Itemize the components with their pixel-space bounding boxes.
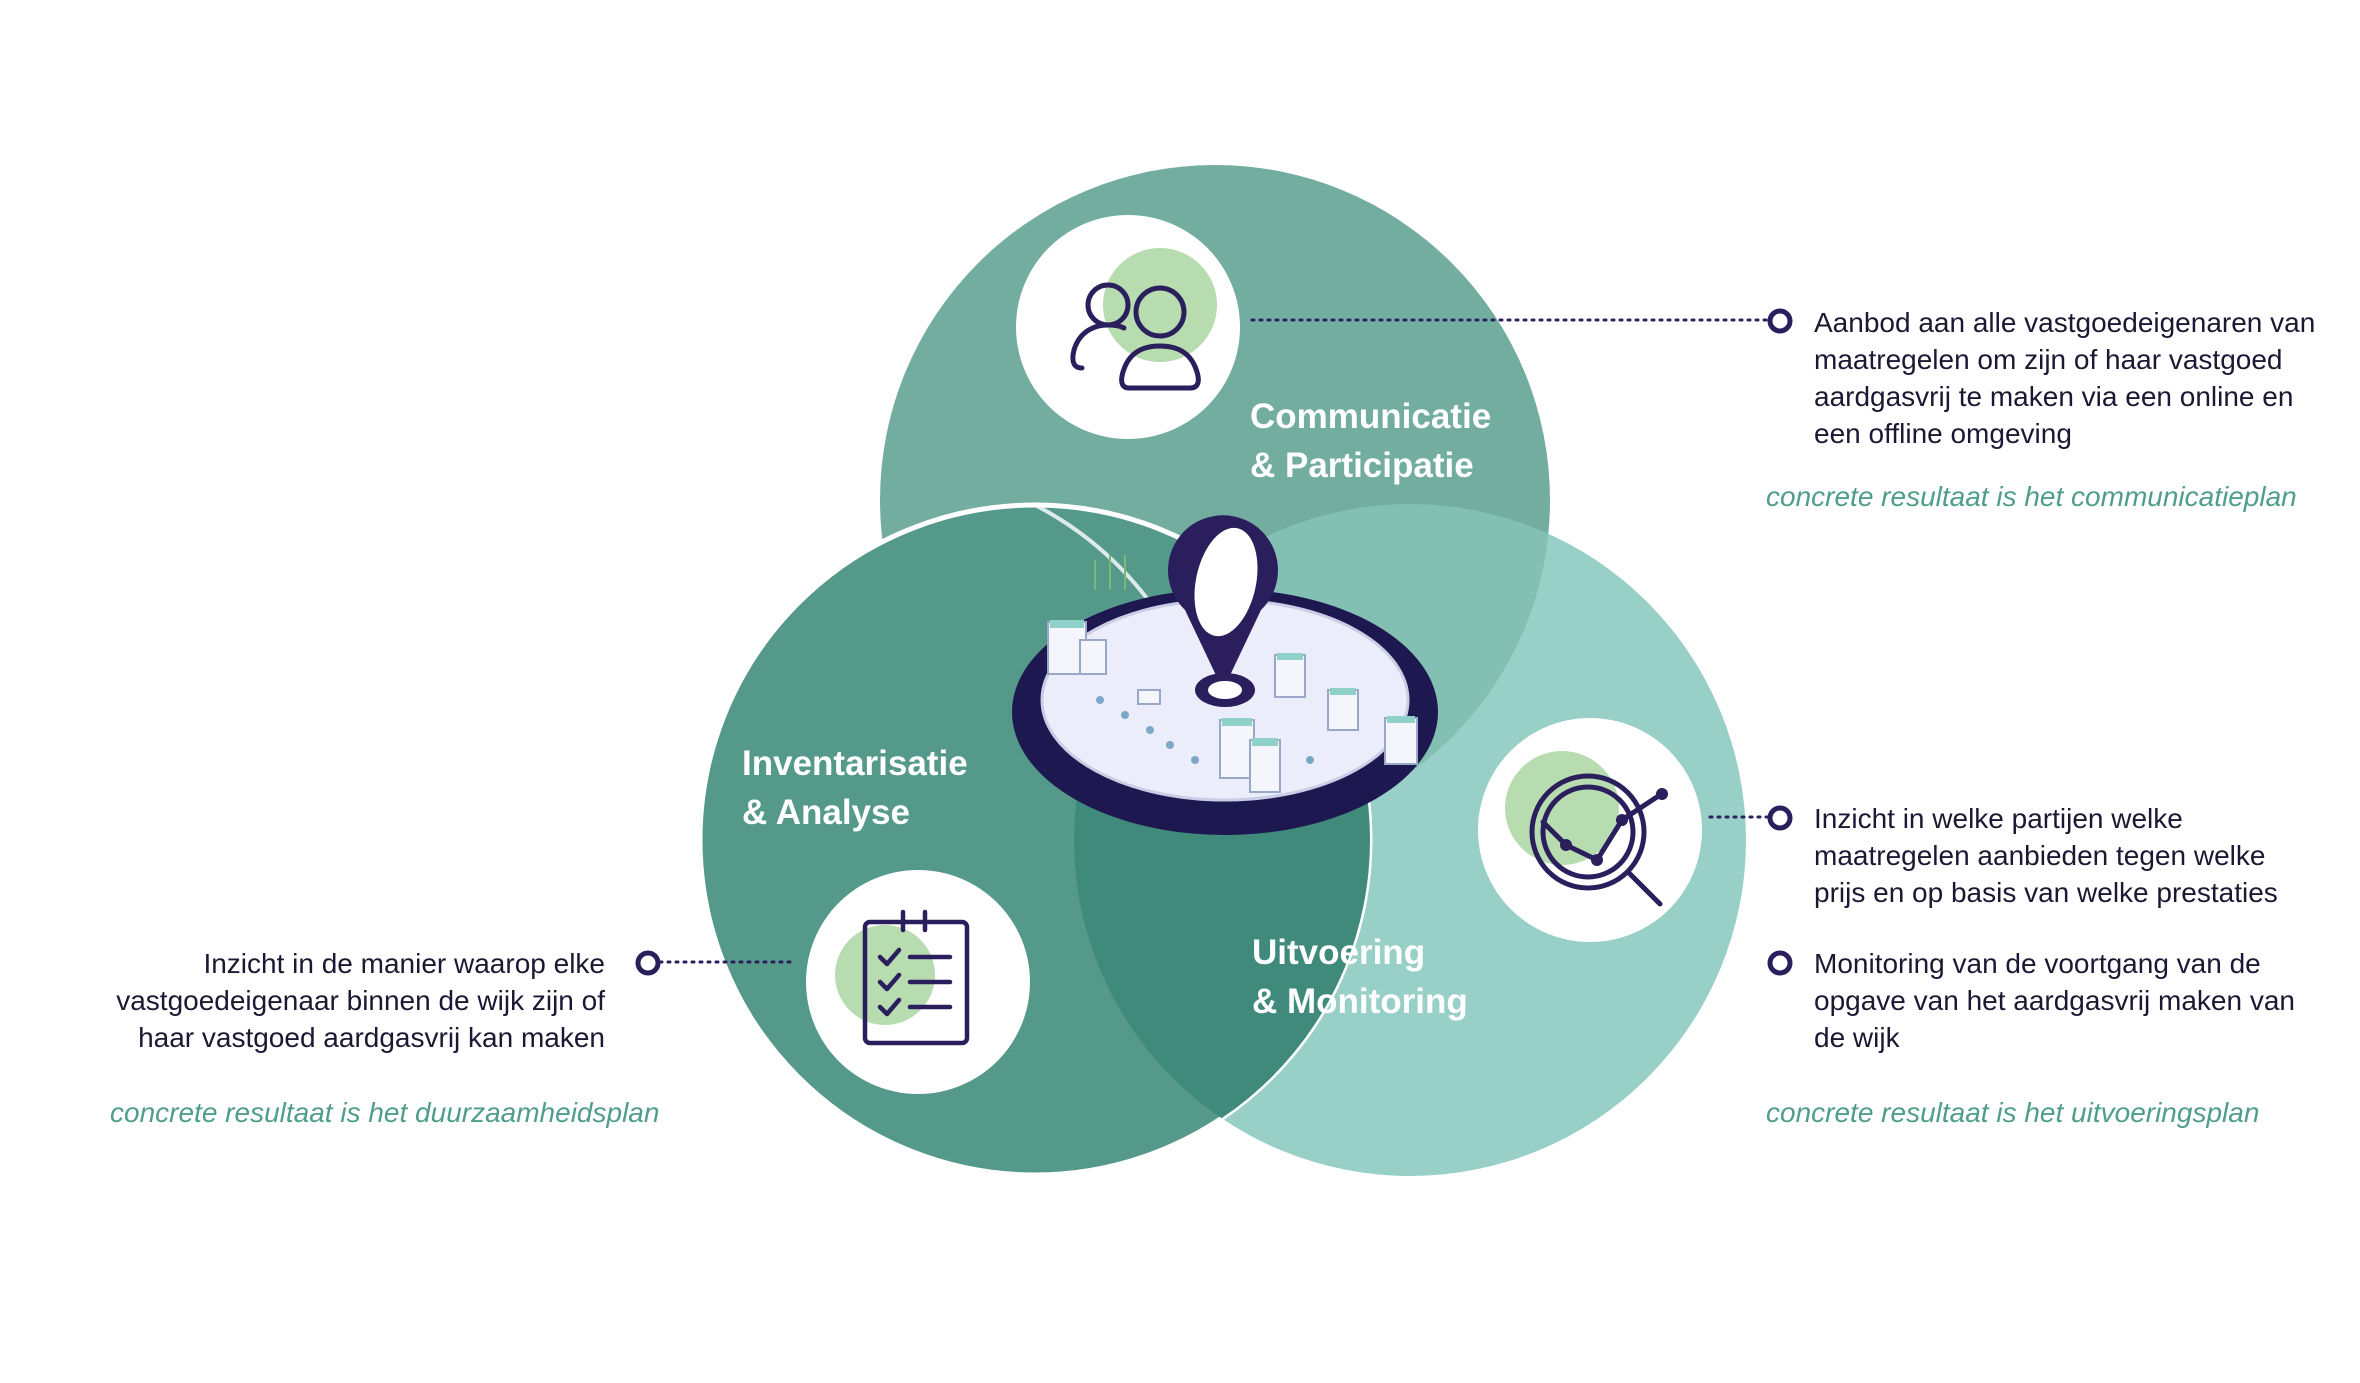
connector-communicatie: [1250, 308, 1793, 334]
annotation-uitvoering-2: Monitoring van de voortgang van de opgav…: [1814, 948, 2295, 1053]
annotation-communicatie: Aanbod aan alle vastgoedeigenaren van ma…: [1814, 307, 2316, 449]
location-pin-icon: [1168, 515, 1278, 707]
annotation-inventarisatie: Inzicht in de manier waarop elke vastgoe…: [116, 948, 605, 1053]
label-uitvoering-line2: & Monitoring: [1252, 982, 1468, 1021]
checklist-icon: [806, 870, 1030, 1094]
connector-uitvoering: [1708, 805, 1793, 831]
label-communicatie-line2: & Participatie: [1250, 446, 1474, 485]
connector-inventarisatie: [635, 950, 794, 976]
label-inventarisatie-line1: Inventarisatie: [742, 744, 968, 783]
magnifier-chart-icon: [1478, 718, 1702, 942]
result-communicatie: concrete resultaat is het communicatiepl…: [1766, 481, 2297, 512]
label-communicatie-line1: Communicatie: [1250, 397, 1491, 436]
result-inventarisatie: concrete resultaat is het duurzaamheidsp…: [110, 1097, 660, 1128]
label-uitvoering-line1: Uitvoering: [1252, 933, 1425, 972]
annotation-uitvoering-1: Inzicht in welke partijen welke maatrege…: [1814, 803, 2278, 908]
result-uitvoering: concrete resultaat is het uitvoeringspla…: [1766, 1097, 2260, 1128]
neighborhood-illustration: [1012, 555, 1438, 835]
label-inventarisatie-line2: & Analyse: [742, 793, 910, 832]
people-icon: [1016, 215, 1240, 439]
bullet-uitvoering-2: [1767, 950, 1793, 976]
